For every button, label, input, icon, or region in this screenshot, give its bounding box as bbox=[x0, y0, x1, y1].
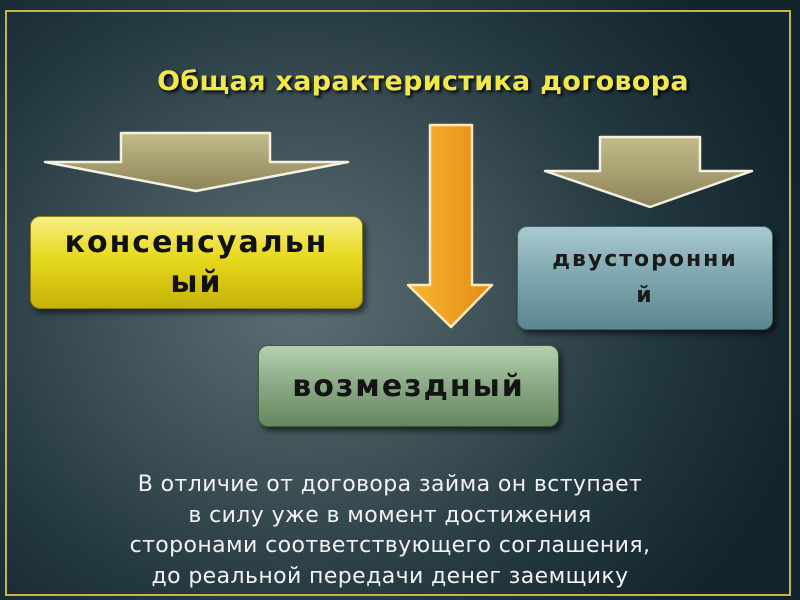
left-arrow-down-icon bbox=[43, 131, 350, 193]
compensated-box: возмездный bbox=[258, 345, 559, 427]
description-line: в силу уже в момент достижения bbox=[188, 502, 592, 528]
slide-frame bbox=[5, 10, 791, 596]
consensual-box: консенсуальн ый bbox=[30, 216, 363, 309]
center-arrow-down-icon bbox=[406, 123, 494, 329]
consensual-label-line2: ый bbox=[170, 264, 223, 300]
description-line: до реальной передачи денег заемщику bbox=[151, 563, 629, 589]
description-line: сторонами соответствующего соглашения, bbox=[129, 533, 651, 558]
description-line: В отличие от договора займа он вступает bbox=[137, 472, 643, 497]
slide-title: Общая характеристика договора bbox=[157, 66, 689, 97]
bilateral-label-line1: двусторонни bbox=[552, 247, 738, 272]
bilateral-label-line2: й bbox=[636, 283, 654, 308]
description-text: В отличие от договора займа он вступает … bbox=[40, 470, 740, 592]
bilateral-box: двусторонни й bbox=[517, 226, 773, 330]
consensual-label-line1: консенсуальн bbox=[64, 224, 329, 260]
compensated-label: возмездный bbox=[292, 368, 525, 404]
right-arrow-down-icon bbox=[543, 135, 754, 209]
